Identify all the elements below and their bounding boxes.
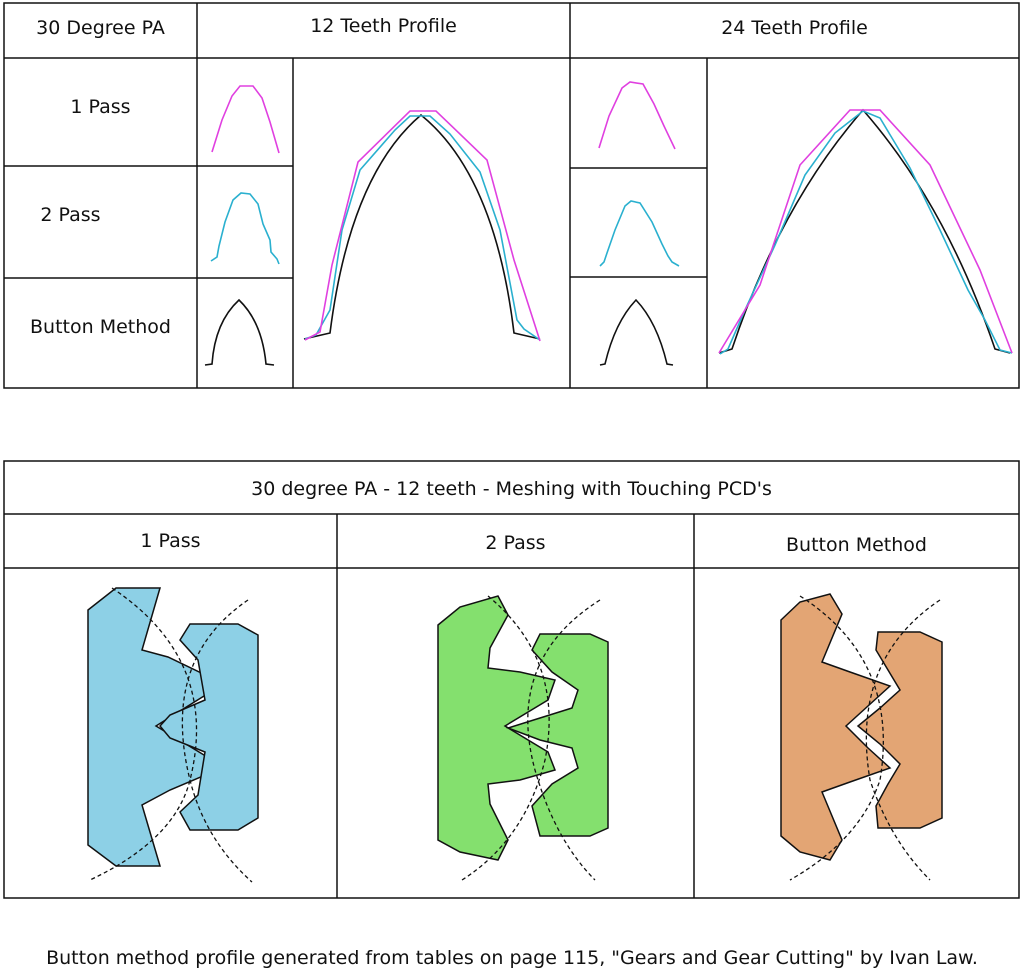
mesh-col-2-pass: 2 Pass: [485, 532, 546, 554]
gear-mesh-2-pass: [437, 595, 609, 881]
mesh-col-button-method: Button Method: [786, 534, 927, 556]
small-profile-2pass-12: [210, 192, 280, 265]
small-profile-2pass-24: [599, 200, 680, 267]
small-profile-button-12: [204, 298, 275, 366]
source-caption: Button method profile generated from tab…: [46, 947, 978, 969]
small-profile-1pass-12: [211, 85, 280, 154]
large-profile-12-teeth: [303, 110, 541, 342]
large-profile-24-teeth: [718, 108, 1013, 355]
row-label-1-pass: 1 Pass: [70, 96, 131, 118]
small-profile-1pass-24: [598, 81, 676, 150]
gear-mesh-button-method: [780, 593, 943, 881]
row-label-button-method: Button Method: [30, 316, 171, 338]
corner-label: 30 Degree PA: [36, 17, 165, 39]
col-header-24-teeth: 24 Teeth Profile: [721, 17, 868, 39]
small-profile-button-24: [599, 298, 674, 366]
row-label-2-pass: 2 Pass: [40, 204, 101, 226]
mesh-table-title: 30 degree PA - 12 teeth - Meshing with T…: [251, 478, 772, 500]
gear-mesh-1-pass: [87, 587, 259, 883]
col-header-12-teeth: 12 Teeth Profile: [310, 15, 457, 37]
mesh-col-1-pass: 1 Pass: [140, 530, 201, 552]
